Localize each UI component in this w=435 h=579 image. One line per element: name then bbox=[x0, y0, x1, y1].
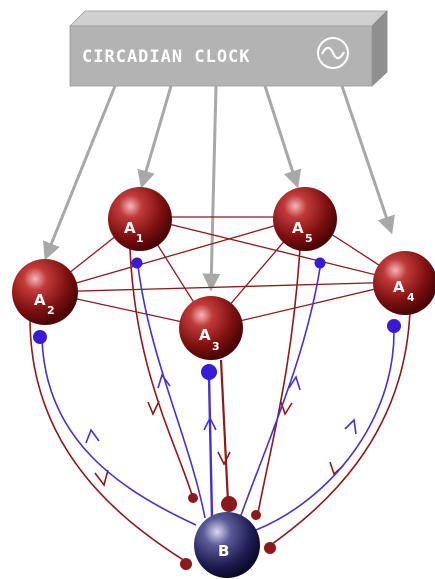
clock-input-arrows bbox=[43, 85, 395, 292]
curve-b-a2 bbox=[41, 337, 197, 526]
blue-direction-chevrons bbox=[85, 373, 357, 444]
red-dot-from-a3 bbox=[221, 496, 237, 512]
curve-a2-b bbox=[29, 317, 189, 564]
curve-b-a3 bbox=[207, 375, 214, 519]
arrow-to-a5 bbox=[263, 85, 302, 189]
blue-dot-a3 bbox=[201, 364, 217, 380]
curve-b-a1 bbox=[137, 265, 206, 519]
red-dot-from-a4 bbox=[264, 542, 276, 554]
arrow-to-a4 bbox=[340, 85, 395, 235]
node-a4: A 4 bbox=[373, 251, 435, 315]
a-to-b-red-curves bbox=[29, 247, 411, 564]
circadian-clock-box: CIRCADIAN CLOCK bbox=[69, 10, 388, 87]
red-dot-from-a5 bbox=[251, 510, 261, 520]
edge-a5-a2 bbox=[44, 216, 306, 293]
arrow-to-a3 bbox=[202, 85, 221, 292]
red-dot-from-a2 bbox=[180, 558, 192, 570]
svg-text:B: B bbox=[218, 542, 229, 560]
curve-a1-b bbox=[129, 247, 194, 499]
node-a3: A 3 bbox=[179, 296, 243, 360]
svg-text:A: A bbox=[199, 326, 211, 344]
node-a1: A 1 bbox=[108, 187, 172, 251]
arrow-to-a1 bbox=[137, 85, 173, 189]
curve-a4-b bbox=[267, 309, 411, 548]
red-direction-chevrons bbox=[94, 400, 344, 487]
oscillator-icon bbox=[317, 37, 349, 69]
curve-b-a5 bbox=[239, 267, 321, 519]
node-a2: A 2 bbox=[12, 259, 78, 325]
blue-dot-a5 bbox=[314, 257, 326, 269]
blue-terminal-dots bbox=[33, 257, 401, 380]
sine-wave-icon bbox=[321, 46, 345, 60]
svg-text:A: A bbox=[393, 278, 405, 296]
edge-a1-a4 bbox=[139, 216, 406, 283]
blue-dot-a2 bbox=[33, 330, 47, 344]
svg-text:A: A bbox=[292, 219, 304, 237]
arrow-to-a2 bbox=[43, 85, 117, 261]
red-terminal-dots bbox=[180, 493, 276, 570]
curve-a3-b bbox=[219, 359, 230, 503]
curve-a5-b bbox=[257, 247, 301, 514]
node-a5: A 5 bbox=[273, 187, 337, 251]
clock-label: CIRCADIAN CLOCK bbox=[82, 47, 251, 67]
svg-text:3: 3 bbox=[212, 340, 220, 353]
svg-text:4: 4 bbox=[407, 291, 415, 304]
blue-dot-a1 bbox=[131, 257, 143, 269]
node-b: B bbox=[194, 512, 260, 578]
b-to-a-blue-curves bbox=[41, 265, 395, 531]
svg-text:A: A bbox=[124, 219, 136, 237]
edge-a2-a4 bbox=[44, 281, 406, 293]
svg-text:2: 2 bbox=[47, 304, 55, 317]
edge-a3-a4 bbox=[209, 281, 406, 329]
blue-dot-a4 bbox=[387, 319, 401, 333]
svg-text:5: 5 bbox=[305, 232, 313, 245]
red-dot-from-a1 bbox=[188, 493, 198, 503]
curve-b-a4 bbox=[255, 329, 395, 531]
svg-text:1: 1 bbox=[136, 232, 144, 245]
svg-text:A: A bbox=[34, 291, 46, 309]
